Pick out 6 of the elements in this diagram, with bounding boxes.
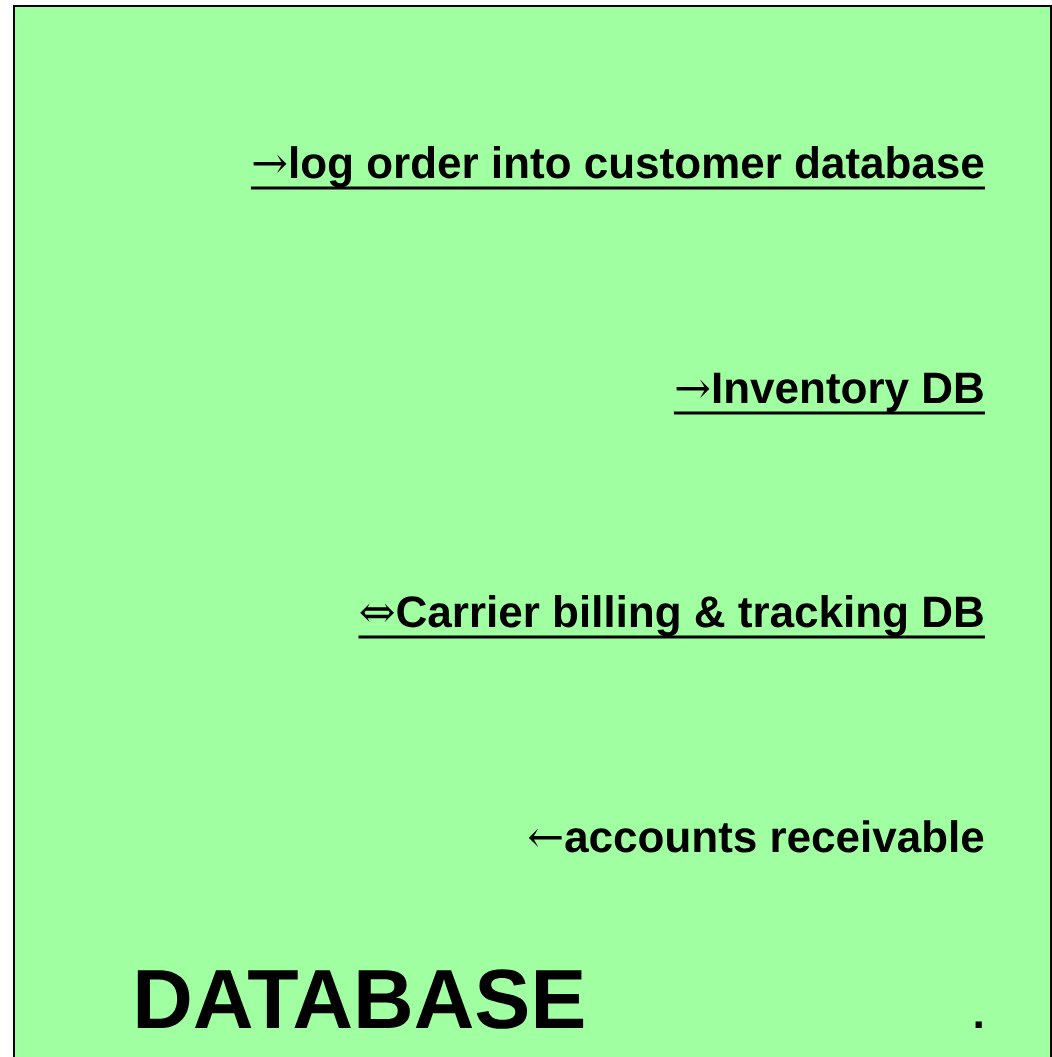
list-item: ⇔Carrier billing & tracking DB xyxy=(358,595,985,639)
dot: . xyxy=(975,1021,982,1028)
list-item: →log order into customer database xyxy=(250,146,985,190)
list-item: ←accounts receivable xyxy=(528,820,984,853)
list-item: →Inventory DB xyxy=(673,372,985,415)
heading: DATABASE xyxy=(137,969,584,1029)
